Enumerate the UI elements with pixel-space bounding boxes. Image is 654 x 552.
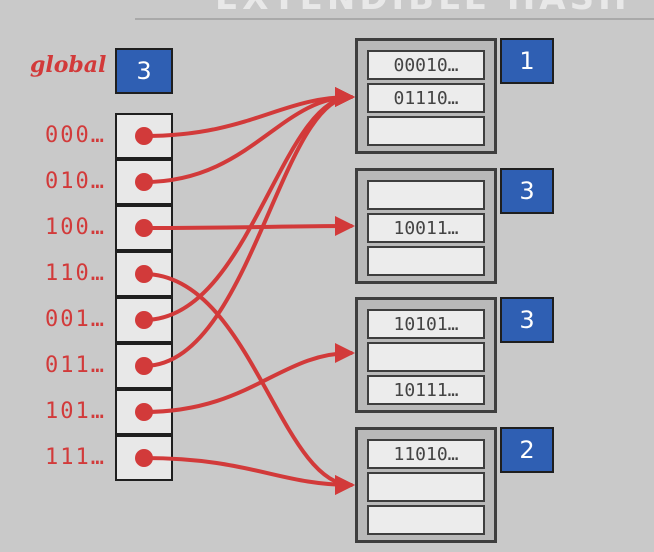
pointer-dot: [135, 449, 153, 467]
local-depth-badge: 3: [500, 297, 554, 343]
bucket-page: 11010…: [355, 427, 497, 543]
bucket-slot: [367, 180, 485, 210]
directory-key-label: 010…: [45, 169, 106, 194]
bucket-page: 00010…01110…: [355, 38, 497, 154]
pointer-dot: [135, 127, 153, 145]
bucket-slot: 10011…: [367, 213, 485, 243]
bucket-slot: [367, 505, 485, 535]
directory-key-label: 101…: [45, 399, 106, 424]
directory-key-label: 100…: [45, 215, 106, 240]
directory-key-label: 000…: [45, 123, 106, 148]
pointer-dot: [135, 357, 153, 375]
bucket-slot: 10101…: [367, 309, 485, 339]
global-depth-label: global: [30, 52, 107, 78]
directory-key-label: 110…: [45, 261, 106, 286]
bucket-slot: 11010…: [367, 439, 485, 469]
directory-key-label: 001…: [45, 307, 106, 332]
pointer-dot: [135, 219, 153, 237]
pointer-arrow: [142, 343, 355, 414]
bucket-slot: [367, 246, 485, 276]
bucket-page: 10101… 10111…: [355, 297, 497, 413]
bucket-slot: [367, 342, 485, 372]
pointer-dot: [135, 311, 153, 329]
bucket-slot: [367, 116, 485, 146]
directory-key-label: 011…: [45, 353, 106, 378]
pointer-dot: [135, 173, 153, 191]
directory-key-label: 111…: [45, 445, 106, 470]
local-depth-badge: 3: [500, 168, 554, 214]
pointer-dot: [135, 403, 153, 421]
bucket-page: 10011…: [355, 168, 497, 284]
pointer-arrow: [142, 216, 355, 237]
slide-title-fragment: EXTENDIBLE HASH: [135, 0, 654, 20]
pointer-dot: [135, 265, 153, 283]
bucket-slot: [367, 472, 485, 502]
local-depth-badge: 1: [500, 38, 554, 84]
slide-title: EXTENDIBLE HASH: [215, 0, 631, 18]
pointer-arrow: [142, 87, 355, 184]
bucket-slot: 01110…: [367, 83, 485, 113]
pointer-arrow: [142, 87, 355, 368]
global-depth-badge: 3: [115, 48, 173, 94]
pointer-arrow: [142, 272, 355, 495]
bucket-slot: 10111…: [367, 375, 485, 405]
local-depth-badge: 2: [500, 427, 554, 473]
pointer-arrow: [142, 456, 355, 495]
pointer-arrow: [142, 87, 355, 322]
bucket-slot: 00010…: [367, 50, 485, 80]
